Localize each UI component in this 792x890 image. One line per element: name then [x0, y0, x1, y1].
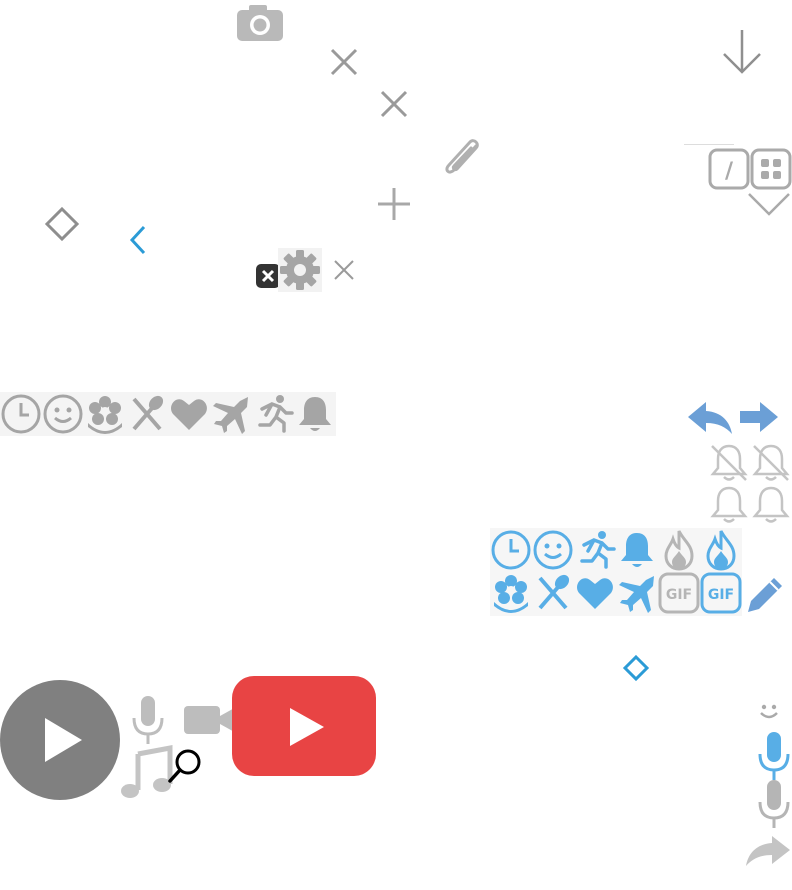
notifications-outline-icon[interactable]	[708, 484, 750, 526]
nature-icon[interactable]	[84, 393, 126, 435]
paperclip-icon[interactable]	[440, 136, 484, 184]
divider-line	[684, 144, 734, 145]
slash-commands-icon[interactable]: /	[708, 148, 750, 190]
chevron-left-icon[interactable]	[128, 224, 148, 256]
search-icon[interactable]	[168, 748, 204, 784]
close-icon[interactable]	[380, 90, 408, 118]
close-small-icon[interactable]	[334, 260, 354, 280]
heart-icon[interactable]	[168, 393, 210, 435]
activity-icon[interactable]	[252, 393, 294, 435]
fire-icon[interactable]	[700, 529, 742, 571]
apps-grid-icon[interactable]	[750, 148, 792, 190]
chevron-down-icon[interactable]	[746, 190, 792, 218]
notifications-icon[interactable]	[294, 393, 336, 435]
smiley-icon[interactable]	[42, 393, 84, 435]
play-icon[interactable]	[0, 680, 120, 800]
slash-label: /	[725, 159, 734, 184]
forward-icon[interactable]	[738, 400, 780, 434]
activity-icon[interactable]	[574, 529, 616, 571]
notifications-outline-icon[interactable]	[750, 484, 792, 526]
diamond-icon[interactable]	[44, 206, 80, 242]
gif-icon[interactable]: GIF	[658, 572, 700, 614]
close-icon[interactable]	[330, 48, 358, 76]
microphone-icon[interactable]	[756, 730, 792, 782]
diamond-icon[interactable]	[622, 654, 650, 682]
heart-icon[interactable]	[574, 572, 616, 614]
travel-icon[interactable]	[616, 572, 658, 614]
smiley-small-icon[interactable]	[758, 702, 780, 722]
notifications-off-icon[interactable]	[708, 442, 750, 484]
gif-icon[interactable]: GIF	[700, 572, 742, 614]
music-icon[interactable]	[118, 744, 174, 800]
emoji-palette-blue	[490, 528, 742, 616]
notifications-off-icon[interactable]	[750, 442, 792, 484]
youtube-icon[interactable]	[232, 676, 376, 776]
camera-icon[interactable]	[236, 4, 284, 42]
food-icon[interactable]	[532, 572, 574, 614]
gif-label: GIF	[708, 587, 734, 603]
food-icon[interactable]	[126, 393, 168, 435]
download-arrow-icon[interactable]	[720, 28, 764, 76]
reply-icon[interactable]	[686, 400, 734, 434]
microphone-icon[interactable]	[130, 694, 166, 746]
microphone-icon[interactable]	[756, 778, 792, 830]
notifications-icon[interactable]	[616, 529, 658, 571]
smiley-icon[interactable]	[532, 529, 574, 571]
recent-icon[interactable]	[0, 393, 42, 435]
share-icon[interactable]	[744, 834, 792, 868]
fire-icon[interactable]	[658, 529, 700, 571]
recent-icon[interactable]	[490, 529, 532, 571]
gear-icon[interactable]	[278, 248, 322, 292]
close-box-icon[interactable]	[256, 264, 280, 288]
nature-icon[interactable]	[490, 572, 532, 614]
travel-icon[interactable]	[210, 393, 252, 435]
add-icon[interactable]	[376, 186, 412, 222]
gif-label: GIF	[666, 587, 692, 603]
pencil-icon[interactable]	[744, 574, 786, 616]
